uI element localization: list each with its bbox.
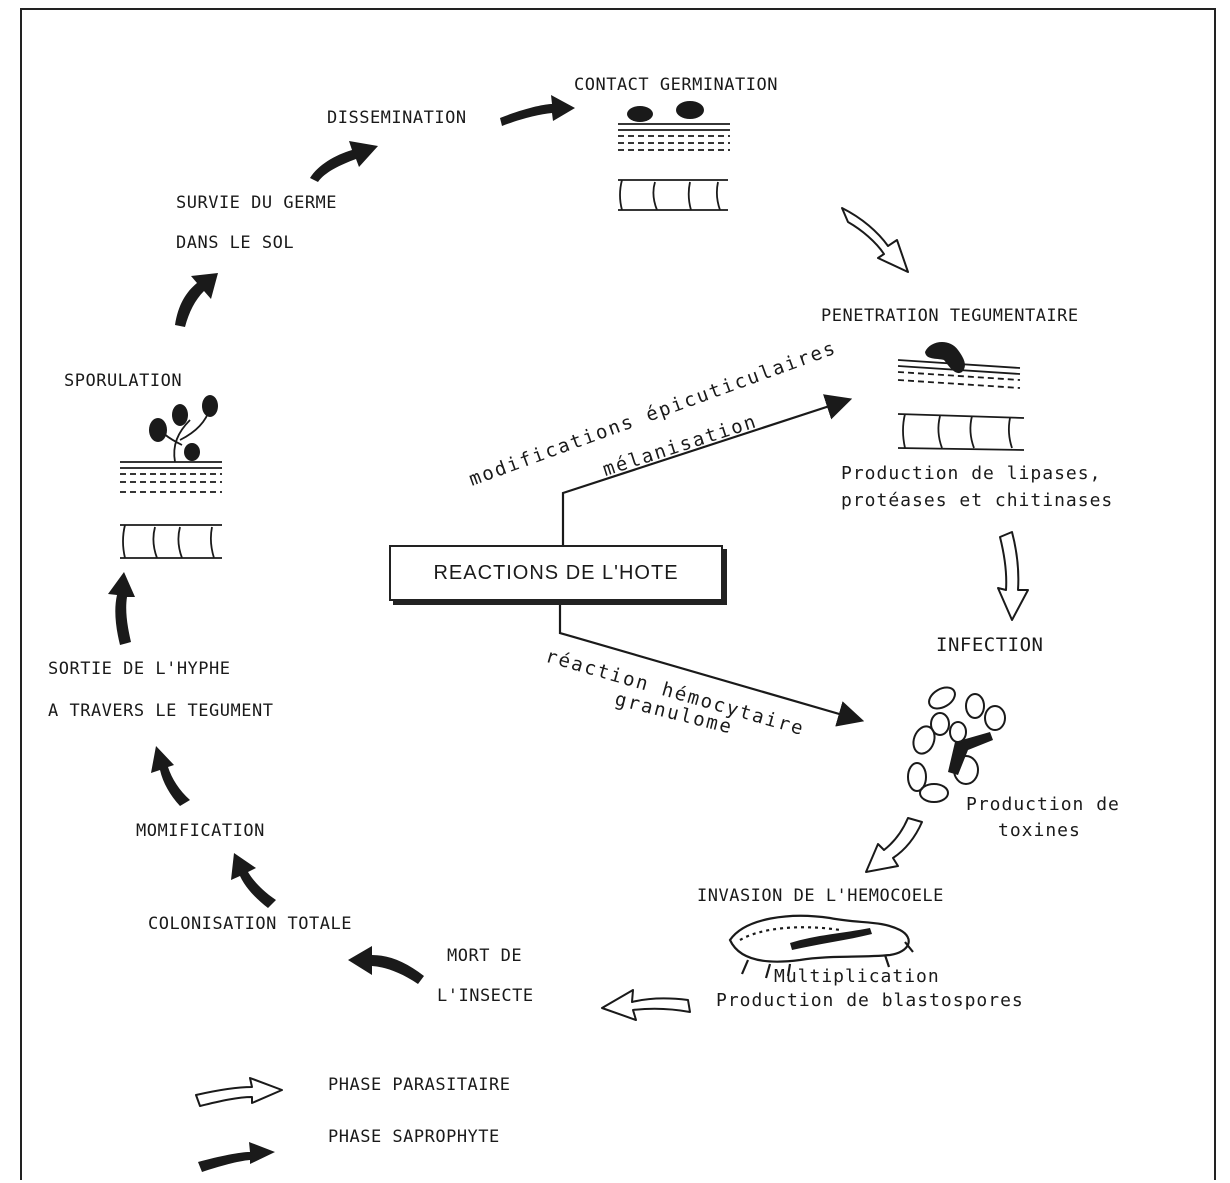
stage-mort-line2: L'INSECTE bbox=[437, 986, 534, 1006]
stage-infection: INFECTION bbox=[936, 634, 1044, 656]
appressorium-blob bbox=[925, 341, 965, 374]
hemocoel-hypha bbox=[790, 928, 872, 950]
legend-parasite-arrow bbox=[195, 1077, 283, 1107]
stage-toxines-line1: Production de bbox=[966, 794, 1120, 815]
stage-enzymes-line2: protéases et chitinases bbox=[841, 490, 1114, 511]
saprophyte-arrow bbox=[500, 95, 575, 126]
parasite-arrow bbox=[601, 989, 691, 1021]
insect-sketch bbox=[728, 914, 914, 979]
parasite-arrow bbox=[997, 531, 1029, 621]
stage-toxines-line2: toxines bbox=[998, 820, 1081, 841]
conidium-blob bbox=[149, 418, 167, 442]
legend-saprophyte-arrow bbox=[198, 1142, 275, 1172]
saprophyte-arrow bbox=[310, 141, 378, 182]
stage-survie-line1: SURVIE DU GERME bbox=[176, 193, 338, 213]
figure-frame bbox=[20, 8, 1216, 1180]
stage-survie-line2: DANS LE SOL bbox=[176, 233, 295, 253]
stage-sporulation: SPORULATION bbox=[64, 371, 183, 391]
stage-momification: MOMIFICATION bbox=[136, 821, 265, 841]
saprophyte-arrow bbox=[108, 572, 135, 645]
stage-multiplication-line1: Multiplication bbox=[774, 966, 940, 987]
conidium-blob bbox=[202, 395, 218, 417]
saprophyte-arrow bbox=[175, 273, 218, 327]
spore-blob bbox=[627, 106, 653, 122]
sporulation-cuticle-sketch bbox=[120, 407, 222, 559]
stage-multiplication-line2: Production de blastospores bbox=[716, 990, 1024, 1011]
contact-cuticle-sketch bbox=[618, 123, 730, 211]
parasite-arrow bbox=[865, 817, 923, 873]
host-lower-connector bbox=[558, 598, 865, 727]
spore-blob bbox=[676, 101, 704, 119]
stage-sortie-line2: A TRAVERS LE TEGUMENT bbox=[48, 701, 274, 721]
host-upper-connector bbox=[561, 394, 853, 545]
legend-saprophytic-label: PHASE SAPROPHYTE bbox=[328, 1127, 500, 1147]
stage-colonisation: COLONISATION TOTALE bbox=[148, 914, 352, 934]
stage-enzymes-line1: Production de lipases, bbox=[841, 463, 1102, 484]
hypha-blob bbox=[948, 732, 993, 775]
host-reactions-box: REACTIONS DE L'HOTE bbox=[389, 545, 723, 601]
conidium-blob bbox=[172, 404, 188, 426]
stage-penetration: PENETRATION TEGUMENTAIRE bbox=[821, 306, 1079, 326]
saprophyte-arrow bbox=[231, 853, 276, 908]
conidium-blob bbox=[184, 443, 200, 461]
stage-contact-germination: CONTACT GERMINATION bbox=[574, 75, 778, 95]
stage-sortie-line1: SORTIE DE L'HYPHE bbox=[48, 659, 231, 679]
stage-dissemination: DISSEMINATION bbox=[327, 108, 467, 128]
penetration-cuticle-sketch bbox=[897, 359, 1025, 451]
parasite-arrow bbox=[841, 207, 909, 273]
stage-invasion: INVASION DE L'HEMOCOELE bbox=[697, 886, 944, 906]
saprophyte-arrow bbox=[348, 946, 424, 984]
legend-parasitic-label: PHASE PARASITAIRE bbox=[328, 1075, 511, 1095]
saprophyte-arrow bbox=[151, 746, 190, 806]
stage-mort-line1: MORT DE bbox=[447, 946, 523, 966]
